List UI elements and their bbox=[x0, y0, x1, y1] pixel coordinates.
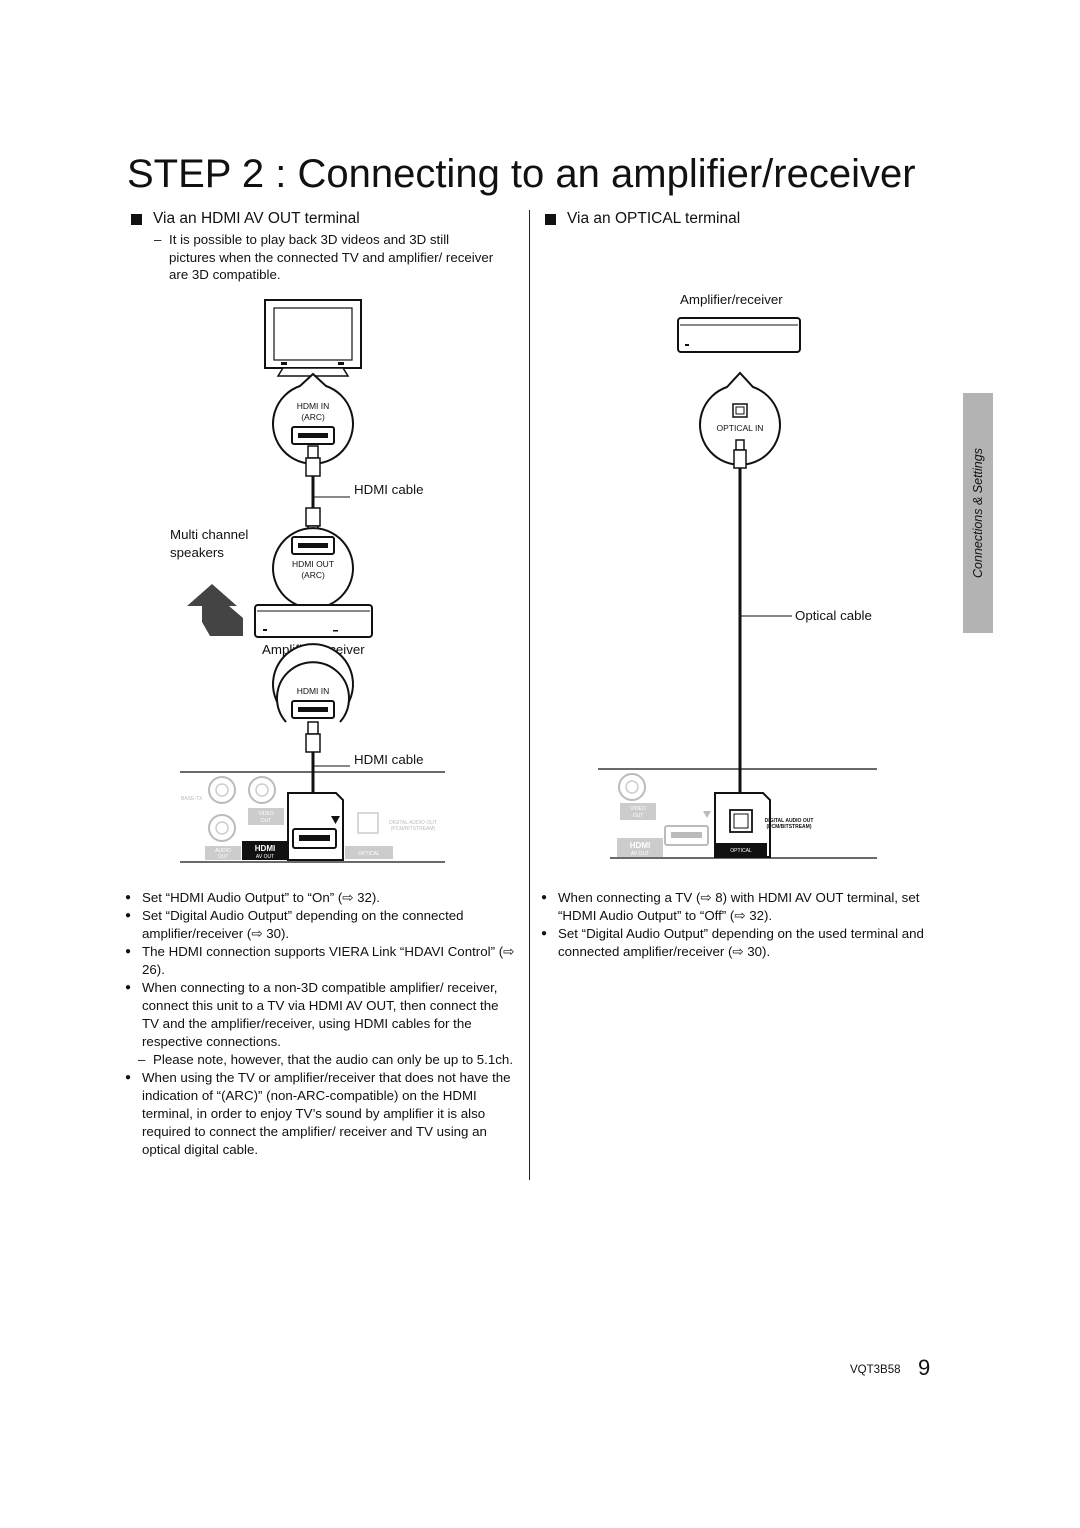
panel-hdmi-logo: HDMI bbox=[255, 844, 275, 853]
svg-text:(PCM/BITSTREAM): (PCM/BITSTREAM) bbox=[767, 824, 812, 830]
hdmi-connection-diagram: HDMI IN (ARC) HDMI cable HDMI OUT (ARC) … bbox=[170, 299, 445, 863]
svg-text:DIGITAL AUDIO OUT: DIGITAL AUDIO OUT bbox=[389, 820, 437, 826]
speakers-label-line2: speakers bbox=[170, 545, 224, 560]
hdmi-cable-label-1: HDMI cable bbox=[354, 482, 423, 497]
amp-port-label: HDMI OUT bbox=[292, 559, 334, 569]
right-bullet-2: Set “Digital Audio Output” depending on … bbox=[541, 925, 936, 961]
speakers-label-line1: Multi channel bbox=[170, 527, 248, 542]
note-3d: It is possible to play back 3D videos an… bbox=[154, 231, 499, 284]
square-bullet-icon bbox=[545, 213, 556, 225]
player-rear-panel-left: BASE-TX VIDEO OUT AUDIO OUT HDMI AV OUT … bbox=[180, 771, 445, 863]
svg-text:OUT: OUT bbox=[261, 818, 272, 824]
hdmi-cable-label-2: HDMI cable bbox=[354, 752, 423, 767]
section-heading-optical: Via an OPTICAL terminal bbox=[545, 210, 740, 228]
optical-in-label: OPTICAL IN bbox=[717, 423, 764, 433]
optical-connection-diagram: Amplifier/receiver OPTICAL IN Optical ca… bbox=[598, 292, 877, 859]
svg-text:VIDEO: VIDEO bbox=[630, 806, 646, 812]
page-number: 9 bbox=[918, 1355, 931, 1380]
player-port-label: HDMI IN bbox=[297, 686, 330, 696]
svg-text:DIGITAL AUDIO OUT: DIGITAL AUDIO OUT bbox=[765, 818, 814, 824]
column-divider bbox=[529, 210, 530, 1180]
amp-label-right: Amplifier/receiver bbox=[680, 292, 783, 307]
amplifier-icon-right bbox=[677, 317, 801, 353]
amplifier-icon bbox=[254, 604, 373, 638]
player-rear-panel-right: VIDEO OUT HDMI AV OUT DIGITAL AUDIO OUT … bbox=[598, 768, 877, 859]
svg-text:AUDIO: AUDIO bbox=[215, 848, 231, 854]
right-bullet-list: When connecting a TV (⇨ 8) with HDMI AV … bbox=[541, 889, 936, 961]
amp-hdmi-out-bubble: HDMI OUT (ARC) bbox=[272, 527, 354, 620]
tv-port-arc-label: (ARC) bbox=[301, 412, 325, 422]
panel-av-out-label-right: AV OUT bbox=[631, 851, 649, 857]
panel-hdmi-logo-right: HDMI bbox=[630, 841, 650, 850]
side-tab-label: Connections & Settings bbox=[971, 448, 985, 578]
left-sub-note: Please note, however, that the audio can… bbox=[125, 1051, 515, 1069]
svg-text:VIDEO: VIDEO bbox=[258, 811, 274, 817]
tv-icon bbox=[264, 299, 362, 377]
optical-cable-label: Optical cable bbox=[795, 608, 872, 623]
left-bullet-list: Set “HDMI Audio Output” to “On” (⇨ 32). … bbox=[125, 889, 515, 1159]
left-bullet-1: Set “HDMI Audio Output” to “On” (⇨ 32). bbox=[125, 889, 515, 907]
panel-optical-label: OPTICAL bbox=[358, 851, 380, 857]
right-bullet-1: When connecting a TV (⇨ 8) with HDMI AV … bbox=[541, 889, 936, 925]
square-bullet-icon bbox=[131, 213, 142, 225]
optical-in-bubble: OPTICAL IN bbox=[699, 371, 781, 466]
left-bullet-3: The HDMI connection supports VIERA Link … bbox=[125, 943, 515, 979]
section-heading-hdmi: Via an HDMI AV OUT terminal bbox=[131, 210, 360, 228]
tv-port-label: HDMI IN bbox=[297, 401, 330, 411]
left-bullet-2: Set “Digital Audio Output” depending on … bbox=[125, 907, 515, 943]
amp-port-arc-label: (ARC) bbox=[301, 570, 325, 580]
footer-code: VQT3B58 bbox=[850, 1364, 901, 1376]
page-title: STEP 2 : Connecting to an amplifier/rece… bbox=[127, 152, 916, 196]
panel-optical-label-right: OPTICAL bbox=[730, 848, 752, 854]
svg-text:(PCM/BITSTREAM): (PCM/BITSTREAM) bbox=[391, 826, 436, 832]
tv-hdmi-port-bubble: HDMI IN (ARC) bbox=[272, 372, 354, 465]
panel-av-out-label: AV OUT bbox=[256, 854, 274, 860]
sound-arrow-icon bbox=[187, 584, 243, 636]
player-hdmi-in-bubble: HDMI IN bbox=[272, 643, 354, 736]
section-heading-hdmi-text: Via an HDMI AV OUT terminal bbox=[153, 210, 360, 227]
side-tab bbox=[963, 393, 993, 633]
left-bullet-5: When using the TV or amplifier/receiver … bbox=[125, 1069, 515, 1159]
optical-cable bbox=[733, 439, 792, 821]
section-heading-optical-text: Via an OPTICAL terminal bbox=[567, 210, 741, 227]
left-bullet-4: When connecting to a non-3D compatible a… bbox=[125, 979, 515, 1051]
svg-text:OUT: OUT bbox=[633, 813, 644, 819]
panel-base-label: BASE-TX bbox=[181, 796, 203, 802]
svg-text:OUT: OUT bbox=[218, 854, 229, 860]
